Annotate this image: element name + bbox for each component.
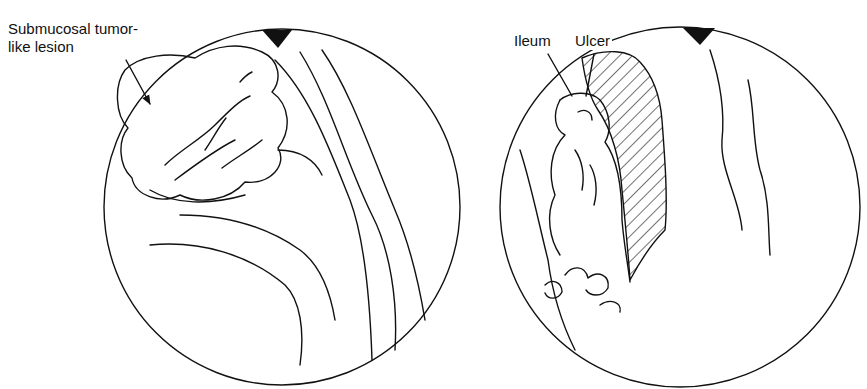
leader-line <box>586 54 594 96</box>
orientation-mark <box>683 28 715 45</box>
leader-line <box>548 54 572 96</box>
lesion-label: Submucosal tumor-like lesion <box>6 20 150 56</box>
finding-label: Ulcer <box>573 32 612 50</box>
tumor-lesion <box>117 46 287 200</box>
hatched-region <box>582 52 666 280</box>
orientation-mark <box>262 30 292 48</box>
ileum-mucosa <box>560 93 630 282</box>
leader-line <box>126 60 150 104</box>
endoscope-view <box>104 29 460 385</box>
organ-label: Ileum <box>512 32 553 50</box>
endoscope-view <box>500 27 860 387</box>
